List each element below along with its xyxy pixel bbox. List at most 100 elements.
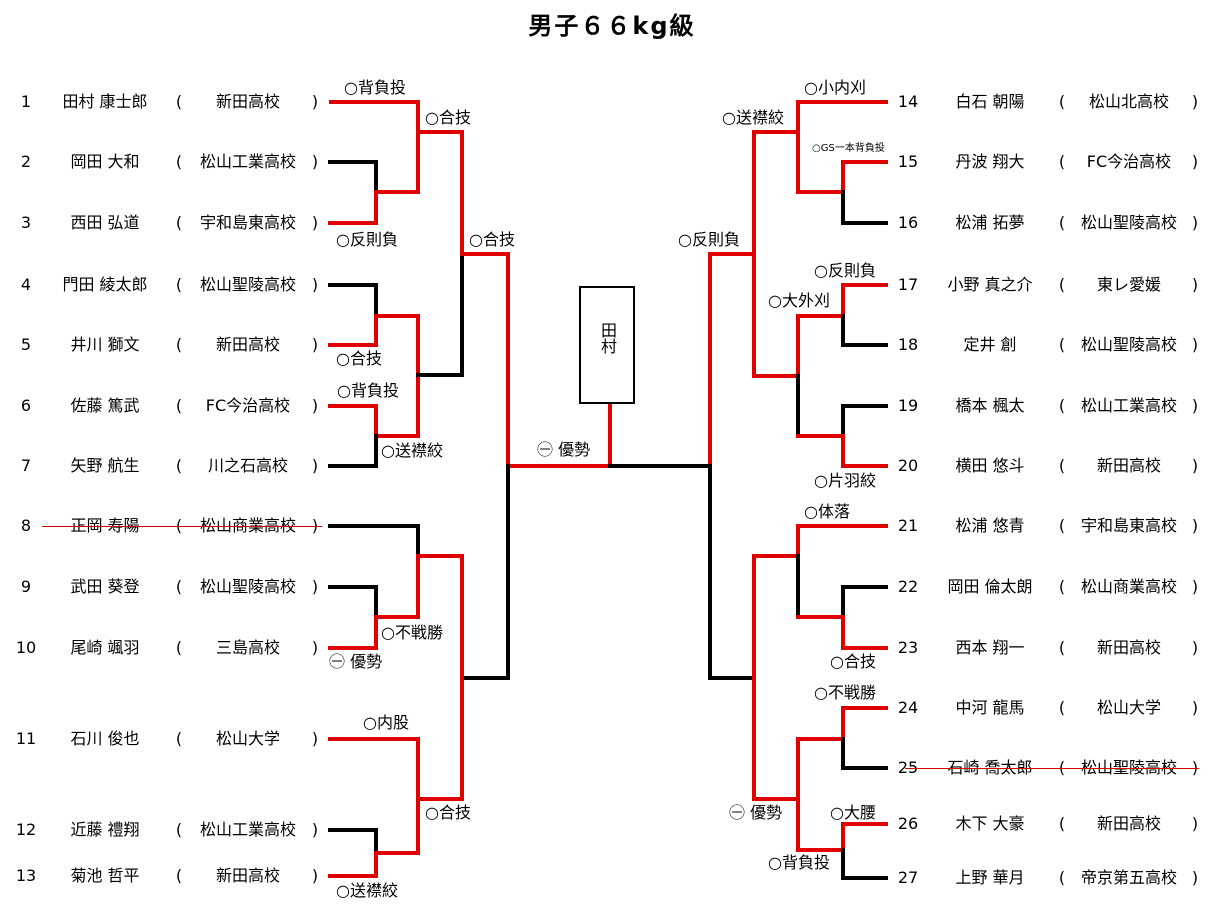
- withdrawn-strikethrough: [905, 768, 1199, 769]
- entry-name: 石崎 喬太郎: [947, 758, 1033, 777]
- paren: ): [1191, 456, 1199, 475]
- entry-school: 松山大学: [215, 729, 280, 748]
- entry-number: 16: [897, 213, 919, 232]
- entry-school: 川之石高校: [207, 456, 288, 475]
- paren: (: [1058, 92, 1066, 111]
- paren: (: [175, 866, 183, 885]
- bracket-line: [328, 283, 378, 318]
- bracket-line: [752, 252, 888, 378]
- paren: (: [175, 729, 183, 748]
- bracket-line: [841, 190, 888, 225]
- entry-number: 12: [15, 820, 37, 839]
- entry-number: 4: [20, 275, 32, 294]
- paren: (: [175, 335, 183, 354]
- entry-name: 小野 真之介: [947, 275, 1033, 294]
- paren: (: [175, 92, 183, 111]
- bracket-line: [460, 464, 510, 680]
- paren: ): [1191, 698, 1199, 717]
- bracket-line: [328, 434, 378, 468]
- paren: ): [311, 866, 319, 885]
- paren: ): [311, 275, 319, 294]
- bracket-line: [841, 848, 888, 880]
- bracket-line: [328, 524, 420, 558]
- paren: (: [1058, 456, 1066, 475]
- paren: (: [1058, 577, 1066, 596]
- entry-number: 17: [897, 275, 919, 294]
- paren: ): [1191, 92, 1199, 111]
- entry-school: 帝京第五高校: [1080, 868, 1177, 887]
- bracket-line: [416, 100, 464, 134]
- paren: ): [311, 335, 319, 354]
- paren: ): [1191, 868, 1199, 887]
- entry-number: 21: [897, 516, 919, 535]
- entry-name: 菊池 哲平: [70, 866, 140, 885]
- entry-school: 松山聖陵高校: [1080, 758, 1177, 777]
- paren: ): [1191, 152, 1199, 171]
- paren: (: [1058, 814, 1066, 833]
- result-label: ㊀ 優勢: [329, 652, 383, 671]
- result-label: ○体落: [804, 502, 850, 521]
- paren: ): [311, 638, 319, 657]
- paren: (: [1058, 275, 1066, 294]
- result-label: ○送襟絞: [336, 881, 398, 900]
- paren: (: [1058, 396, 1066, 415]
- entry-name: 上野 華月: [955, 868, 1025, 887]
- entry-number: 10: [15, 638, 37, 657]
- paren: ): [311, 577, 319, 596]
- entry-number: 11: [15, 729, 37, 748]
- entry-school: 松山工業高校: [199, 820, 296, 839]
- result-label: ○反則負: [814, 261, 876, 280]
- entry-name: 木下 大豪: [955, 814, 1025, 833]
- entry-number: 22: [897, 577, 919, 596]
- paren: ): [311, 456, 319, 475]
- result-label: ○背負投: [337, 381, 399, 400]
- entry-name: 井川 獅文: [70, 335, 140, 354]
- entry-school: FC今治高校: [1086, 152, 1172, 171]
- entry-school: 宇和島東高校: [199, 213, 296, 232]
- entry-school: 松山商業高校: [1080, 577, 1177, 596]
- entry-number: 15: [897, 152, 919, 171]
- result-label: ○合技: [425, 803, 471, 822]
- paren: (: [172, 516, 186, 536]
- bracket-line: [796, 554, 888, 619]
- entry-number: 1: [20, 92, 32, 111]
- entry-school: 松山聖陵高校: [199, 577, 296, 596]
- paren: ): [1191, 577, 1199, 596]
- bracket-line: [708, 100, 888, 468]
- entry-school: 新田高校: [1096, 814, 1161, 833]
- entry-school: 松山商業高校: [199, 516, 296, 535]
- paren: ): [1191, 638, 1199, 657]
- result-label: ○合技: [336, 349, 382, 368]
- entry-name: 丹波 翔大: [955, 152, 1025, 171]
- bracket-line: [328, 160, 378, 194]
- entry-name: 西田 弘道: [70, 213, 140, 232]
- result-label: ○GS一本背負投: [812, 143, 885, 154]
- bracket-line: [328, 676, 464, 801]
- entry-school: 松山工業高校: [1080, 396, 1177, 415]
- result-label: ○送襟絞: [722, 108, 784, 127]
- paren: (: [175, 152, 183, 171]
- champion-name: 田村: [598, 322, 617, 354]
- bracket-line: [752, 676, 800, 801]
- paren: ): [1191, 814, 1199, 833]
- entry-school: 松山工業高校: [199, 152, 296, 171]
- entry-number: 19: [897, 396, 919, 415]
- entry-school: 東レ愛媛: [1096, 275, 1161, 294]
- entry-name: 中河 龍馬: [955, 698, 1025, 717]
- result-label: ○大腰: [830, 803, 876, 822]
- paren: (: [175, 638, 183, 657]
- result-label: ○送襟絞: [381, 441, 443, 460]
- result-label: ○合技: [469, 230, 515, 249]
- entry-number: 24: [897, 698, 919, 717]
- entry-name: 武田 葵登: [70, 577, 140, 596]
- bracket-line: [328, 190, 420, 225]
- result-label: ○反則負: [336, 230, 398, 249]
- entry-school: 松山北高校: [1088, 92, 1169, 111]
- paren: (: [175, 820, 183, 839]
- entry-school: 新田高校: [1096, 638, 1161, 657]
- result-label: ○背負投: [344, 78, 406, 97]
- entry-school: 新田高校: [1096, 456, 1161, 475]
- entry-number: 9: [20, 577, 32, 596]
- withdrawn-strikethrough: [42, 526, 322, 527]
